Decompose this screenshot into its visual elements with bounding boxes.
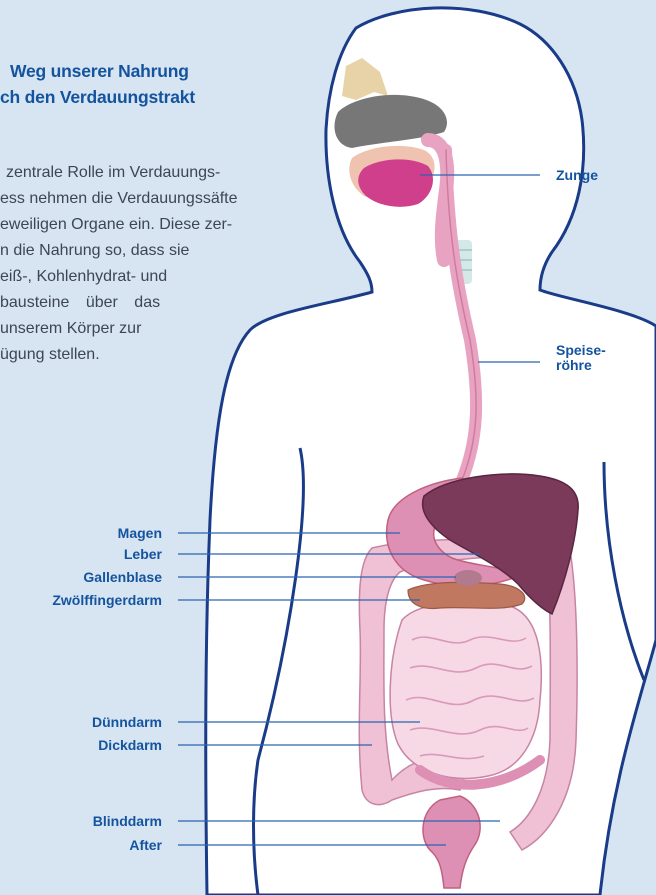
- intro-line: eweiligen Organe ein. Diese zer-: [0, 212, 330, 238]
- label-speiseroehre-line-1: Speise-: [556, 343, 606, 357]
- intro-line: unserem Körper zur: [0, 316, 330, 342]
- title-line-2: ch den Verdauungstrakt: [0, 84, 300, 110]
- label-duenndarm: Dünndarm: [92, 715, 162, 729]
- label-zunge: Zunge: [556, 168, 598, 182]
- label-magen: Magen: [118, 526, 162, 540]
- intro-line: ügung stellen.: [0, 342, 330, 368]
- intro-line: eiß-, Kohlenhydrat- und: [0, 264, 330, 290]
- label-leber: Leber: [124, 547, 162, 561]
- label-speiseroehre-line-2: röhre: [556, 358, 592, 372]
- small-intestine: [390, 603, 541, 779]
- intro-line: n die Nahrung so, dass sie: [0, 238, 330, 264]
- intro-line: ess nehmen die Verdauungssäfte: [0, 186, 330, 212]
- diagram-title: Weg unserer Nahrung ch den Verdauungstra…: [0, 58, 300, 110]
- label-gallenblase: Gallenblase: [83, 570, 162, 584]
- label-zwoelffingerdarm: Zwölffingerdarm: [52, 593, 162, 607]
- title-line-1: Weg unserer Nahrung: [0, 58, 300, 84]
- gallbladder: [454, 570, 482, 586]
- label-blinddarm: Blinddarm: [93, 814, 162, 828]
- duodenum: [408, 582, 525, 608]
- label-after: After: [129, 838, 162, 852]
- label-dickdarm: Dickdarm: [98, 738, 162, 752]
- intro-paragraph: zentrale Rolle im Verdauungs- ess nehmen…: [0, 160, 330, 368]
- intro-line: bausteine über das: [0, 290, 330, 316]
- intro-line: zentrale Rolle im Verdauungs-: [0, 160, 330, 186]
